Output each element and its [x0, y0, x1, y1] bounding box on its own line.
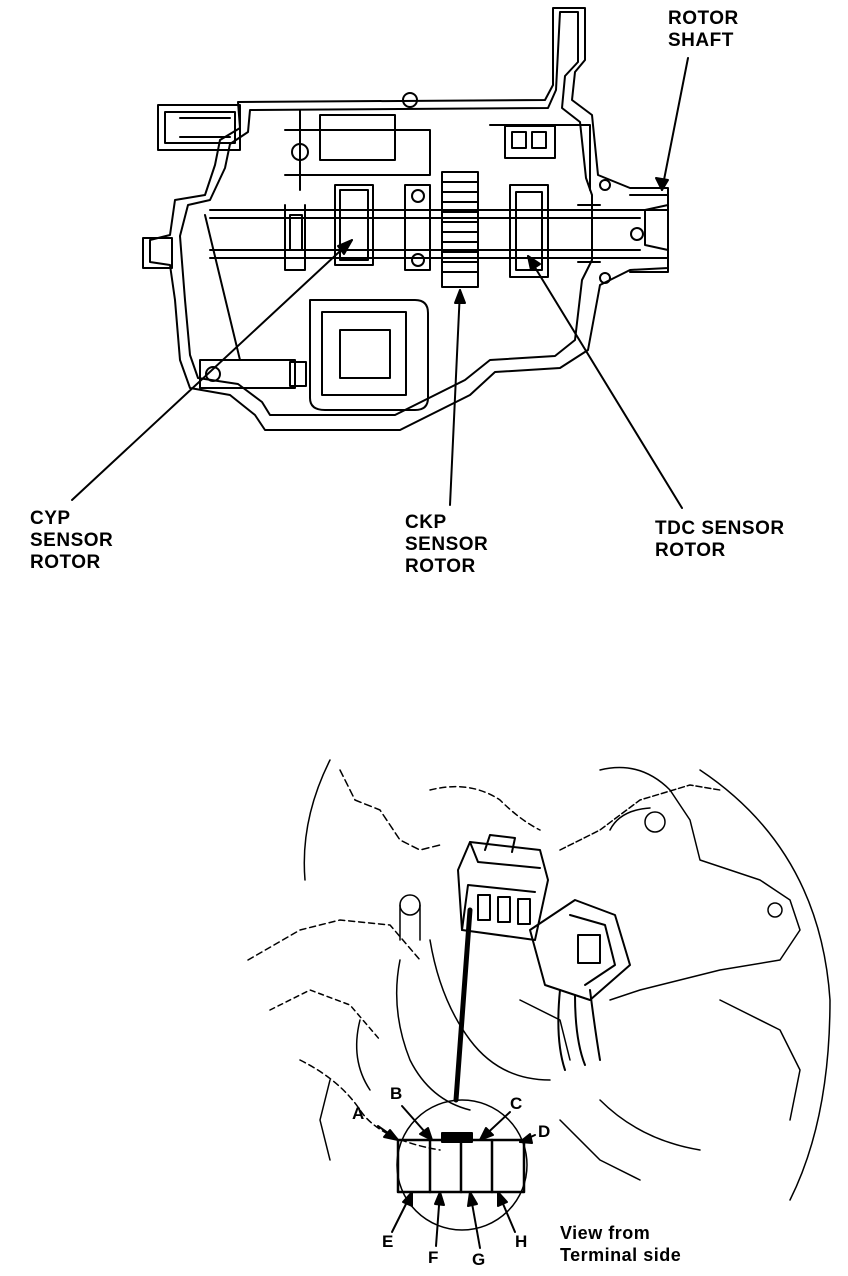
cyp-label-line3: ROTOR	[30, 552, 101, 573]
connector-face-magnified	[396, 1099, 528, 1231]
cyp-leader	[71, 239, 353, 501]
pin-e-arrowhead	[402, 1191, 413, 1207]
ckp-label-line1: CKP	[405, 512, 447, 533]
pin-label-f: F	[428, 1248, 439, 1267]
tdc-label-line1: TDC SENSOR	[655, 518, 785, 539]
pin-a-arrowhead	[383, 1129, 399, 1141]
pin-label-g: G	[472, 1250, 486, 1269]
pin-label-c: C	[510, 1094, 523, 1113]
rotor-shaft-label-line1: ROTOR	[668, 8, 739, 29]
tdc-arrowhead	[527, 255, 541, 271]
connector-leader	[453, 907, 473, 1103]
pin-label-d: D	[538, 1122, 551, 1141]
cyp-sensor-rotor-label: CYP SENSOR ROTOR	[30, 508, 113, 574]
tdc-sensor-rotor-label: TDC SENSOR ROTOR	[655, 518, 785, 562]
view-note-line2: Terminal side	[560, 1245, 682, 1265]
pin-label-b: B	[390, 1084, 403, 1103]
cyp-label-line1: CYP	[30, 508, 71, 529]
pin-b-arrowhead	[419, 1127, 433, 1141]
cyp-label-line2: SENSOR	[30, 530, 114, 551]
pin-label-e: E	[382, 1232, 394, 1251]
view-from-terminal-side-note: View from Terminal side	[560, 1222, 681, 1266]
pin-c-arrowhead	[479, 1127, 494, 1141]
cyp-arrowhead	[337, 239, 353, 255]
tdc-label-line2: ROTOR	[655, 540, 726, 561]
pin-h-arrowhead	[497, 1191, 508, 1207]
ckp-sensor-rotor-label: CKP SENSOR ROTOR	[405, 512, 488, 578]
pin-label-a: A	[352, 1104, 365, 1123]
distributor-housing-drawing	[142, 7, 669, 431]
rotor-shaft-label: ROTOR SHAFT	[668, 8, 739, 52]
tdc-leader	[527, 255, 683, 509]
pin-label-h: H	[515, 1232, 528, 1251]
ckp-leader	[449, 289, 461, 506]
pin-d-arrowhead	[519, 1133, 533, 1144]
rotor-shaft-leader	[661, 57, 689, 191]
ckp-label-line3: ROTOR	[405, 556, 476, 577]
receptacle-drawing	[529, 899, 631, 1071]
ckp-arrowhead	[454, 289, 466, 304]
connector-plug-drawing	[457, 834, 549, 941]
rotor-shaft-label-line2: SHAFT	[668, 30, 734, 51]
view-note-line1: View from	[560, 1223, 651, 1243]
installed-view-drawing	[247, 759, 831, 1201]
pin-g-arrowhead	[467, 1191, 478, 1207]
pin-f-arrowhead	[434, 1191, 445, 1206]
rotor-shaft-arrowhead	[655, 177, 669, 191]
ckp-label-line2: SENSOR	[405, 534, 489, 555]
